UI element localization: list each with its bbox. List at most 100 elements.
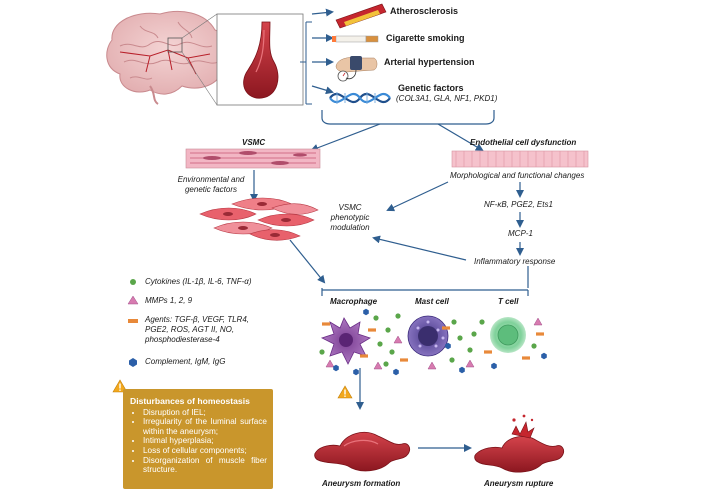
homeostasis-item: Disorganization of muscle fiber structur…: [143, 456, 267, 475]
mediator-particles: [319, 308, 547, 376]
mast-cell-icon: [407, 315, 449, 357]
pheno-line3: modulation: [330, 223, 370, 232]
cells-bracket: [321, 288, 529, 296]
endothelial-heading: Endothelial cell dysfunction: [470, 138, 577, 147]
legend-mmps-label: MMPs 1, 2, 9: [145, 296, 193, 305]
vsmc-heading: VSMC: [242, 138, 266, 147]
cytokine-dot: [471, 331, 477, 337]
cytokine-dot: [467, 347, 473, 353]
macrophage-label: Macrophage: [330, 297, 378, 306]
mmp-triangle: [325, 359, 335, 368]
complement-hexagon: [491, 362, 497, 370]
brain-icon: [106, 10, 231, 105]
mcp1-label: MCP-1: [508, 229, 533, 238]
endothelial-changes-label: Morphological and functional changes: [450, 171, 585, 180]
arrow-changes-to-pheno: [386, 181, 449, 212]
cytokine-dot: [373, 315, 379, 321]
cytokine-dot: [319, 349, 325, 355]
cytokine-dot: [385, 327, 391, 333]
complement-hexagon: [333, 364, 339, 372]
agent-rect: [484, 350, 492, 354]
homeostasis-list: Disruption of IEL; Irregularity of the l…: [130, 408, 267, 475]
legend-agents-line3: phosphodiesterase-4: [145, 335, 220, 344]
agent-rect: [536, 332, 544, 336]
agent-rect: [322, 322, 330, 326]
cytokine-dot: [457, 335, 463, 341]
complement-hexagon: [393, 368, 399, 376]
vsmc-spindle-cells-icon: [199, 197, 319, 241]
cytokine-dot: [449, 357, 455, 363]
complement-hexagon: [541, 352, 547, 360]
genetic-factors-bracket: [321, 110, 495, 125]
aneurysm-formation-icon: [314, 432, 410, 472]
cytokine-dot: [531, 343, 537, 349]
arrow-to-atherosclerosis: [311, 8, 334, 17]
legend-mmp-symbol: [127, 295, 139, 305]
complement-hexagon: [459, 366, 465, 374]
arrow-to-vsmc: [310, 123, 381, 152]
agent-rect: [400, 358, 408, 362]
pheno-line1: VSMC: [338, 203, 362, 212]
complement-hexagon: [363, 308, 369, 316]
atherosclerotic-artery-icon: [335, 3, 387, 29]
cytokine-dot: [389, 349, 395, 355]
mmp-triangle: [533, 317, 543, 326]
homeostasis-title: Disturbances of homeostasis: [130, 396, 250, 406]
t-cell-icon: [490, 317, 526, 353]
env-factors-line1: Environmental and: [177, 175, 245, 184]
risk-hypertension-label: Arterial hypertension: [384, 57, 475, 67]
t-cell-label: T cell: [498, 297, 519, 306]
cytokine-dot: [395, 313, 401, 319]
inflammatory-response-label: Inflammatory response: [474, 257, 556, 266]
arrow-vsmc-to-cells: [289, 239, 326, 284]
mediators-label: NF-κB, PGE2, Ets1: [484, 200, 553, 209]
homeostasis-box: Disturbances of homeostasis Disruption o…: [123, 389, 273, 489]
legend-complement-label: Complement, IgM, IgG: [145, 357, 226, 366]
cytokine-dot: [383, 361, 389, 367]
dna-helix-icon: [329, 92, 391, 104]
agent-rect: [360, 354, 368, 358]
homeostasis-item: Intimal hyperplasia;: [143, 436, 267, 446]
homeostasis-item: Irregularity of the luminal surface with…: [143, 417, 267, 436]
legend-cytokine-symbol: [130, 279, 136, 285]
endothelium-tissue-icon: [451, 150, 589, 168]
aneurysm-rupture-label: Aneurysm rupture: [484, 479, 554, 488]
legend-cytokines-label: Cytokines (IL-1β, IL-6, TNF-α): [145, 277, 252, 286]
macrophage-icon: [320, 317, 371, 365]
brain-zoom-marker: [167, 37, 183, 53]
aneurysm-formation-label: Aneurysm formation: [322, 479, 401, 488]
warning-icon: [337, 385, 353, 399]
risk-smoking-label: Cigarette smoking: [386, 33, 465, 43]
pheno-line2: phenotypic: [330, 213, 370, 222]
cytokine-dot: [451, 319, 457, 325]
risk-genetic-label: Genetic factors: [398, 83, 464, 93]
complement-hexagon: [445, 342, 451, 350]
cytokine-dot: [479, 319, 485, 325]
legend-agents-line2: PGE2, ROS, AGT II, NO,: [145, 325, 235, 334]
saccular-aneurysm-icon: [243, 21, 279, 99]
env-factors-line2: genetic factors: [184, 185, 238, 194]
mmp-triangle: [465, 359, 475, 368]
legend-complement-symbol: [129, 358, 137, 367]
complement-hexagon: [353, 368, 359, 376]
homeostasis-item: Loss of cellular components;: [143, 446, 267, 456]
mast-cell-label: Mast cell: [415, 297, 449, 306]
arrow-to-endothelial: [437, 123, 484, 152]
cigarette-icon: [332, 35, 379, 43]
mmp-triangle: [427, 361, 437, 370]
legend-agents-line1: Agents: TGF-β, VEGF, TLR4,: [145, 315, 250, 324]
agent-rect: [522, 356, 530, 360]
aneurysm-rupture-icon: [474, 414, 564, 473]
mmp-triangle: [373, 361, 383, 370]
arrow-to-genetics: [311, 85, 334, 95]
agent-rect: [368, 328, 376, 332]
legend-agents-symbol: [128, 319, 138, 323]
genetic-genes-label: (COL3A1, GLA, NF1, PKD1): [396, 94, 498, 103]
agent-rect: [442, 326, 450, 330]
risk-atherosclerosis-label: Atherosclerosis: [390, 6, 459, 16]
cytokine-dot: [377, 341, 383, 347]
homeostasis-item: Disruption of IEL;: [143, 408, 267, 418]
vsmc-tissue-icon: [185, 148, 321, 169]
mmp-triangle: [393, 335, 403, 344]
